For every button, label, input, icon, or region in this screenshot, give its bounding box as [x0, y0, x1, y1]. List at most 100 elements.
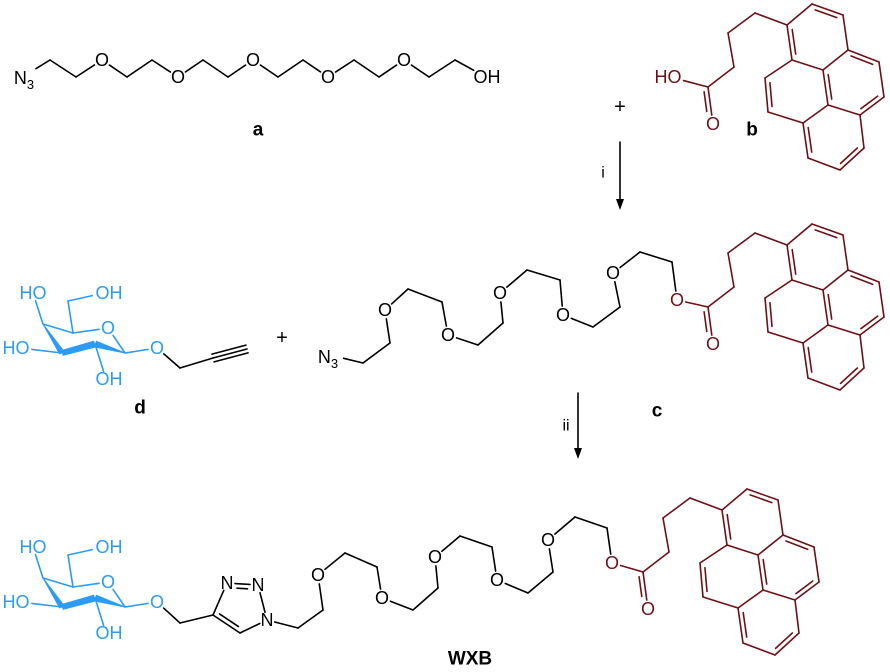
- carbonyl-bond: [642, 571, 648, 601]
- peg-bond: [318, 583, 324, 611]
- ether-oxygen-label: O: [441, 325, 455, 345]
- aromatic-bond: [802, 324, 829, 344]
- peg-bond: [385, 318, 391, 344]
- peg-bond: [344, 552, 378, 568]
- aromatic-bond: [878, 281, 885, 318]
- ether-oxygen-label: O: [311, 565, 325, 585]
- carbonyl-bond: [707, 306, 713, 336]
- peg-bond: [592, 306, 621, 328]
- peg-bond: [559, 279, 564, 307]
- carbonyl-oxygen-label: O: [641, 599, 655, 619]
- glycosidic-oxygen-label: O: [150, 338, 164, 358]
- aromatic-bond: [859, 114, 865, 149]
- ring-bond: [42, 577, 74, 588]
- peg-bond: [606, 527, 612, 555]
- alkyl-bond: [642, 551, 670, 573]
- aromatic-bond: [847, 49, 880, 63]
- wedge-bond: [93, 594, 126, 608]
- wedge-bond: [42, 323, 65, 355]
- aromatic-bond: [811, 223, 844, 236]
- aromatic-bond: [774, 632, 800, 656]
- triazole-nitrogen-label: N: [221, 573, 234, 593]
- peg-bond: [441, 535, 461, 553]
- aromatic-bond-inner: [742, 611, 748, 638]
- peg-bond: [491, 546, 497, 572]
- ester-oxygen-label: O: [670, 290, 684, 310]
- wedge-bond: [61, 340, 96, 356]
- aromatic-bond: [802, 122, 809, 159]
- ether-oxygen-label: O: [321, 67, 335, 87]
- peg-bond: [342, 357, 364, 364]
- aromatic-bond: [839, 367, 865, 391]
- aromatic-bond: [859, 334, 865, 369]
- alkyl-bond: [754, 232, 788, 246]
- glycosidic-bond: [124, 348, 149, 354]
- propargyl-bond: [179, 357, 214, 369]
- hydroxyl-label: HO: [20, 283, 47, 303]
- aromatic-bond: [764, 297, 769, 333]
- aromatic-bond: [699, 562, 704, 598]
- peg-bond: [324, 552, 346, 571]
- aromatic-bond-inner: [860, 95, 879, 110]
- hydroxyl-label: HO: [20, 537, 47, 557]
- carbonyl-bond-inner: [703, 311, 708, 333]
- carbonyl-bond-inner: [638, 576, 643, 598]
- ring-bond: [67, 548, 94, 556]
- triazole-bond: [259, 591, 266, 614]
- ether-oxygen-label: O: [606, 263, 620, 283]
- ether-oxygen-label: O: [556, 305, 570, 325]
- aromatic-bond: [822, 49, 849, 71]
- acid-hydroxyl-label: HO: [655, 67, 682, 87]
- ether-oxygen-label: O: [375, 588, 389, 608]
- peg-bond: [454, 59, 475, 72]
- ring-oxygen-label: O: [101, 572, 115, 592]
- aromatic-bond-inner: [769, 81, 773, 108]
- hydroxyl-label: OH: [474, 67, 501, 87]
- aromatic-bond-inner: [762, 558, 768, 585]
- alkyl-bond: [662, 497, 691, 519]
- alkyl-bond: [754, 12, 788, 26]
- peg-bond: [639, 251, 673, 263]
- aromatic-bond: [847, 269, 880, 283]
- aromatic-bond: [764, 59, 793, 79]
- alkyl-bond: [689, 497, 723, 511]
- alkyl-bond: [727, 12, 756, 34]
- ring-bond: [34, 299, 44, 325]
- peg-bond: [614, 281, 621, 308]
- alkyl-bond: [707, 286, 735, 308]
- peg-bond: [428, 59, 456, 78]
- aromatic-bond: [878, 61, 885, 98]
- aromatic-bond-inner: [785, 540, 809, 551]
- azide-symbol: N: [14, 68, 27, 88]
- aromatic-bond: [764, 77, 769, 113]
- peg-bond: [151, 59, 172, 73]
- glycosidic-oxygen-label: O: [150, 592, 164, 612]
- aromatic-bond-inner: [795, 580, 814, 595]
- aromatic-bond: [737, 607, 744, 644]
- peg-bond: [500, 301, 504, 324]
- triazole-bond: [239, 622, 261, 634]
- compound-label-d: d: [134, 398, 146, 419]
- aromatic-bond: [802, 342, 809, 379]
- alkyl-bond: [707, 66, 735, 88]
- hydroxyl-label: OH: [96, 537, 123, 557]
- peg-bond: [671, 261, 677, 292]
- peg-bond: [455, 337, 479, 346]
- triazole-nitrogen-label: N: [261, 610, 274, 630]
- ring-bond: [94, 597, 105, 627]
- azide-subscript: 3: [331, 356, 338, 371]
- step-i-label: i: [601, 165, 605, 182]
- aromatic-bond: [721, 488, 748, 511]
- triazole-double-bond: [234, 582, 251, 586]
- aromatic-bond-inner: [774, 632, 794, 650]
- hydroxyl-label: HO: [3, 592, 30, 612]
- ring-bond: [31, 348, 63, 354]
- ether-oxygen-label: O: [490, 570, 504, 590]
- ring-bond: [67, 294, 94, 302]
- azide-label: N3: [14, 68, 34, 92]
- aromatic-bond: [827, 104, 861, 116]
- aromatic-bond: [699, 544, 728, 564]
- peg-bond: [362, 342, 391, 364]
- peg-bond: [477, 322, 504, 346]
